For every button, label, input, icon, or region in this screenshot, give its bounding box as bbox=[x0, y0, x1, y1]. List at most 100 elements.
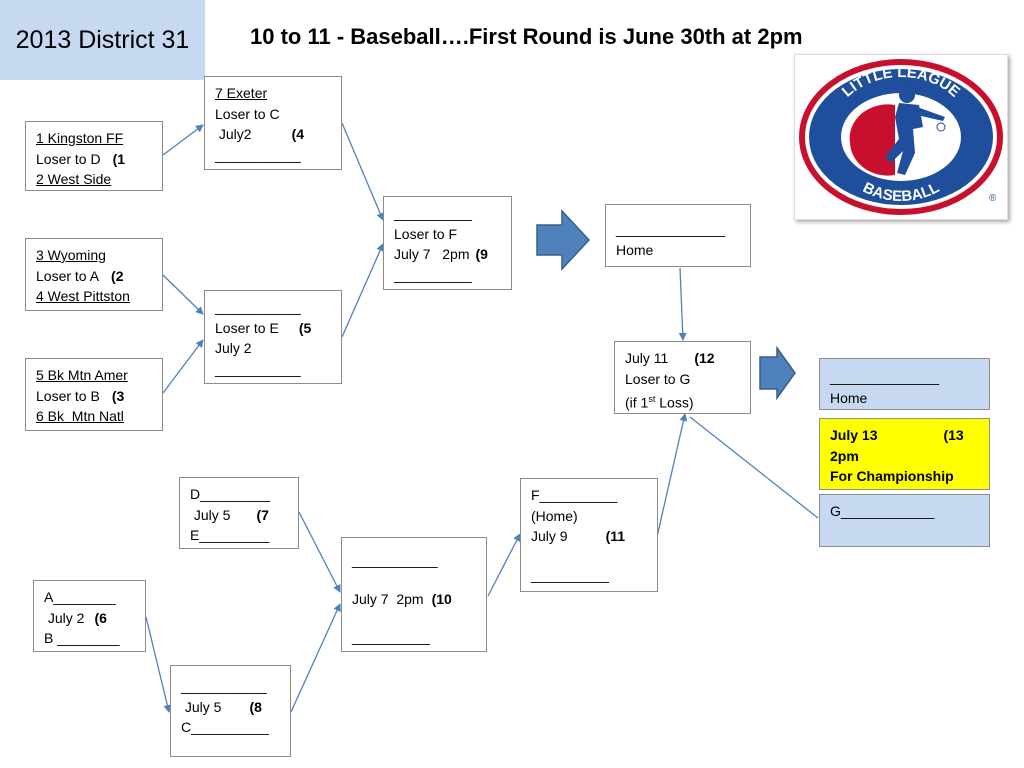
game-4-number: (4 bbox=[291, 126, 305, 142]
championship-label: For Championship bbox=[830, 468, 954, 484]
game-12-box: July 11(12 Loser to G (if 1st Loss) bbox=[614, 341, 751, 414]
game-9-blank2: __________ bbox=[394, 266, 472, 283]
arrow-to-champ bbox=[759, 345, 796, 401]
game-5-loser: Loser to E bbox=[215, 319, 279, 336]
home-slot-1-label: Home bbox=[616, 241, 654, 258]
logo-registered-mark: ® bbox=[989, 193, 997, 204]
connector-g5-g9 bbox=[341, 243, 384, 338]
district-title: 2013 District 31 bbox=[0, 0, 205, 80]
home-slot-2-label: Home bbox=[830, 389, 868, 406]
game-9-blank1: __________ bbox=[394, 205, 472, 221]
game-1-team2: 2 West Side bbox=[36, 171, 112, 187]
game-1-loser: Loser to D bbox=[36, 150, 101, 167]
little-league-logo-graphic: LITTLE LEAGUE BASEBALL ® bbox=[799, 59, 1003, 215]
game-3-number: (3 bbox=[111, 387, 125, 404]
connector-home1-g12 bbox=[678, 267, 687, 341]
game-2-number: (2 bbox=[111, 267, 124, 284]
connector-g3-g5 bbox=[162, 339, 204, 394]
game-8-slot2: C__________ bbox=[181, 719, 269, 735]
game-2-team1: 3 Wyoming bbox=[36, 247, 106, 263]
game-4-blank: ___________ bbox=[215, 146, 301, 163]
game-1-loser-row: Loser to D (1 bbox=[36, 149, 152, 170]
page-title: 10 to 11 - Baseball….First Round is June… bbox=[250, 24, 803, 49]
game-4-date: July2 bbox=[215, 126, 252, 142]
game-2-box: 3 Wyoming Loser to A (2 4 West Pittston bbox=[25, 238, 163, 311]
game-5-box: ___________ Loser to E(5 July 2 ________… bbox=[204, 290, 342, 384]
little-league-logo: LITTLE LEAGUE BASEBALL ® bbox=[794, 54, 1008, 220]
connector-g7-g10 bbox=[298, 511, 341, 593]
game-10-blank1: ___________ bbox=[352, 552, 438, 568]
game-9-number: (9 bbox=[475, 246, 488, 262]
game-12-date-row: July 11 (12 bbox=[625, 348, 740, 369]
baseball-player-icon bbox=[885, 87, 946, 175]
game-9-date: July 7 2pm bbox=[394, 246, 470, 262]
game-11-date: July 9 bbox=[531, 528, 568, 544]
championship-number: (13 bbox=[943, 427, 964, 443]
connector-g2-g5 bbox=[162, 274, 204, 315]
game-6-date: July 2 bbox=[44, 609, 85, 626]
game-7-date-row: July 5 (7 bbox=[190, 505, 288, 526]
game-9-box: __________ Loser to F July 7 2pm(9 _____… bbox=[383, 196, 512, 290]
game-2-team2: 4 West Pittston bbox=[36, 288, 130, 304]
game-3-loser-row: Loser to B (3 bbox=[36, 386, 152, 407]
connector-g8-g10 bbox=[290, 603, 341, 713]
game-8-date-row: July 5 (8 bbox=[181, 697, 280, 718]
connector-g11-g12 bbox=[656, 413, 688, 538]
game-4-team1: 7 Exeter bbox=[215, 85, 268, 101]
game-2-loser-row: Loser to A (2 bbox=[36, 266, 152, 287]
home-slot-2-blank: ______________ bbox=[830, 369, 940, 385]
game-5-loser-row: Loser to E (5 bbox=[215, 318, 331, 339]
game-8-blank: ___________ bbox=[181, 678, 267, 694]
game-12-cond-pre: (if 1 bbox=[625, 394, 649, 411]
game-8-box: ___________ July 5 (8 C__________ bbox=[170, 665, 291, 757]
championship-time: 2pm bbox=[830, 447, 859, 464]
home-slot-1: ______________ Home bbox=[605, 204, 751, 267]
game-3-team1: 5 Bk Mtn Amer bbox=[36, 367, 128, 383]
game-4-loser: Loser to C bbox=[215, 105, 280, 122]
game-8-date: July 5 bbox=[181, 698, 222, 715]
game-4-box: 7 Exeter Loser to C July2 (4 ___________ bbox=[204, 76, 342, 170]
game-1-box: 1 Kingston FF Loser to D (1 2 West Side bbox=[25, 121, 163, 191]
game-6-slot2: B ________ bbox=[44, 630, 120, 646]
game-12-cond-post: Loss) bbox=[655, 394, 694, 411]
game-12-date: July 11 bbox=[625, 350, 669, 366]
game-11-box: F__________ (Home) July 9 (11 __________ bbox=[520, 478, 658, 592]
game-7-number: (7 bbox=[256, 506, 269, 523]
game-1-team1: 1 Kingston FF bbox=[36, 130, 124, 146]
game-10-number: (10 bbox=[431, 590, 452, 607]
championship-date-row: July 13 (13 bbox=[830, 425, 979, 446]
logo-ball-red bbox=[849, 104, 895, 176]
connector-g10-g11 bbox=[487, 533, 521, 597]
arrow-to-home1 bbox=[536, 209, 591, 271]
game-6-slot1: A________ bbox=[44, 589, 116, 605]
game-3-box: 5 Bk Mtn Amer Loser to B(3 6 Bk Mtn Natl bbox=[25, 358, 163, 431]
game-11-number: (11 bbox=[605, 528, 626, 544]
game-7-slot2: E_________ bbox=[190, 527, 270, 543]
game-7-date: July 5 bbox=[190, 506, 231, 523]
game-12-condition: (if 1st Loss) bbox=[625, 389, 740, 413]
game-7-slot1: D_________ bbox=[190, 486, 271, 502]
connector-g1-g4 bbox=[162, 124, 204, 156]
championship-date: July 13 bbox=[830, 427, 878, 443]
championship-box: July 13 (13 2pm For Championship bbox=[819, 418, 990, 490]
g-slot-text: G____________ bbox=[830, 503, 935, 519]
game-1-number: (1 bbox=[112, 150, 126, 167]
game-5-number: (5 bbox=[298, 319, 312, 336]
game-11-slot1: F__________ bbox=[531, 487, 618, 503]
game-5-blank2: ___________ bbox=[215, 360, 301, 377]
g-slot-box: G____________ bbox=[819, 494, 990, 547]
game-7-box: D_________ July 5 (7 E_________ bbox=[179, 477, 299, 549]
game-11-home: (Home) bbox=[531, 507, 578, 524]
game-2-loser: Loser to A bbox=[36, 267, 100, 284]
game-10-date: July 7 2pm bbox=[352, 590, 424, 607]
game-9-date-row: July 7 2pm (9 bbox=[394, 244, 501, 265]
game-12-number: (12 bbox=[694, 350, 715, 366]
connector-g4-g9 bbox=[341, 122, 384, 221]
game-8-number: (8 bbox=[249, 698, 262, 715]
game-3-loser: Loser to B bbox=[36, 387, 100, 404]
game-11-blank: __________ bbox=[531, 566, 609, 583]
game-10-box: ___________ July 7 2pm(10 __________ bbox=[341, 537, 487, 652]
connector-g6-g8 bbox=[145, 616, 172, 713]
game-6-date-row: July 2(6 bbox=[44, 608, 135, 629]
